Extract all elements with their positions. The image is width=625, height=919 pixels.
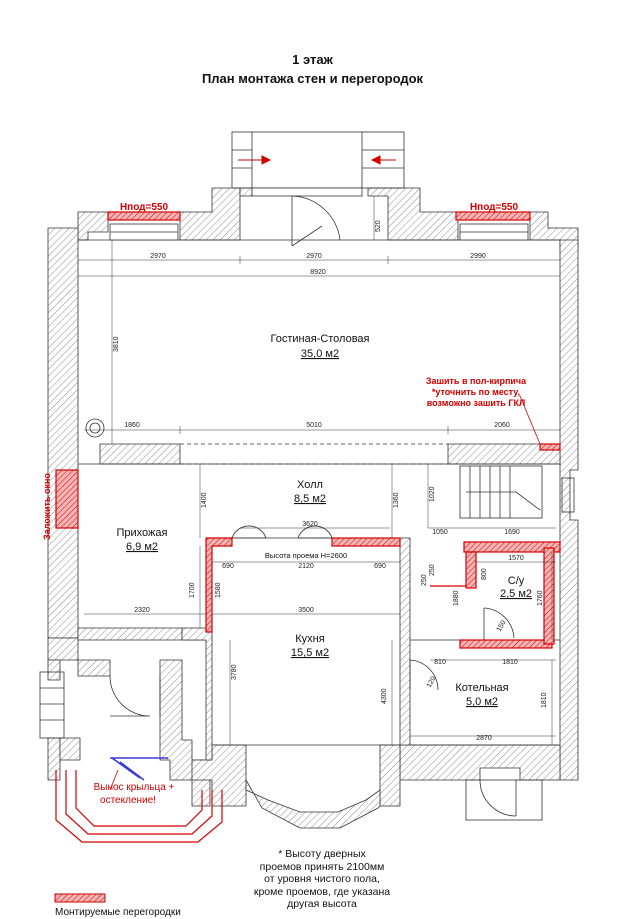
- dim-2320: 2320: [134, 607, 150, 614]
- dim-3810: 3810: [113, 336, 120, 352]
- room-name-kitchen: Кухня: [295, 633, 324, 645]
- dim-1400: 1400: [201, 492, 208, 508]
- floor-title: 1 этаж: [292, 52, 333, 67]
- dim-3620: 3620: [302, 521, 318, 528]
- entry-arrows: [238, 155, 396, 165]
- dim-690-left: 690: [222, 563, 234, 570]
- sill-height-left: Нпод=550: [120, 202, 169, 213]
- dim-250-a: 250: [421, 574, 428, 586]
- dim-520: 520: [375, 220, 382, 232]
- dim-3500: 3500: [298, 607, 314, 614]
- mounted-partitions: [55, 211, 561, 649]
- plan-title: План монтажа стен и перегородок: [201, 71, 424, 86]
- dim-8920: 8920: [310, 269, 326, 276]
- brick-note-line3: возможно зашить ГКЛ: [427, 398, 526, 408]
- room-area-hall: 8,5 м2: [294, 493, 326, 505]
- dim-800: 800: [481, 568, 488, 580]
- room-name-hall: Холл: [297, 479, 323, 491]
- dim-1360: 1360: [393, 492, 400, 508]
- brick-note-line1: Зашить в пол-кирпича: [426, 376, 527, 386]
- room-name-boiler: Котельная: [455, 682, 508, 694]
- dim-810: 810: [434, 659, 446, 666]
- dim-2120: 2120: [298, 563, 314, 570]
- dim-1700: 1700: [189, 582, 196, 598]
- dim-1860: 1860: [124, 422, 140, 429]
- room-area-living: 35,0 м2: [301, 348, 339, 360]
- dim-690-right: 690: [374, 563, 386, 570]
- dim-250-b: 250: [429, 564, 436, 576]
- dim-1570: 1570: [508, 555, 524, 562]
- footnote-line-2: проемов принять 2100мм: [259, 860, 385, 873]
- dim-2970-mid: 2970: [306, 253, 322, 260]
- porch-note-line2: остекление!: [100, 795, 156, 806]
- doors: [85, 195, 517, 817]
- room-name-living: Гостиная-Столовая: [270, 333, 369, 345]
- window-fill-note: Заложить окно: [42, 473, 52, 540]
- room-area-entry: 6,9 м2: [126, 541, 158, 553]
- room-area-wc: 2,5 м2: [500, 588, 532, 600]
- room-name-wc: С/у: [508, 575, 525, 587]
- dimension-values: 2970 2970 2990 8920 520 3810 1860 5010 2…: [113, 220, 548, 742]
- dim-1810-v: 1810: [541, 692, 548, 708]
- sill-height-right: Нпод=550: [470, 202, 519, 213]
- leader-lines: [109, 395, 541, 791]
- dim-150: 150: [496, 619, 508, 633]
- legend-label: Монтируемые перегородки: [55, 907, 181, 918]
- dimension-lines: [78, 196, 560, 745]
- room-area-boiler: 5,0 м2: [466, 696, 498, 708]
- dim-4300: 4300: [381, 688, 388, 704]
- porch-extension-outline: [55, 770, 223, 843]
- dim-1020: 1020: [429, 486, 436, 502]
- dim-1050: 1050: [432, 529, 448, 536]
- dim-1810-h: 1810: [502, 659, 518, 666]
- dim-2060: 2060: [494, 422, 510, 429]
- porch-note-line1: Вынос крыльца +: [94, 782, 175, 793]
- door-height-footnote: * Высоту дверных проемов принять 2100мм …: [232, 848, 412, 911]
- exterior-walls: [47, 187, 579, 829]
- porch-glazing: [110, 757, 168, 781]
- dim-1760: 1760: [537, 590, 544, 606]
- footnote-line-3: от уровня чистого пола,: [264, 873, 380, 885]
- footnote-line-4: кроме проемов, где указана: [253, 885, 391, 898]
- dim-1580: 1580: [215, 582, 222, 598]
- brick-note-line2: *уточнить по месту,: [432, 387, 520, 397]
- dim-120: 120: [426, 675, 438, 689]
- legend-swatch: [54, 893, 106, 903]
- footnote-line-5: другая высота: [287, 898, 357, 910]
- dim-2990: 2990: [470, 253, 486, 260]
- opening-height-label: Высота проема Н=2600: [265, 551, 347, 560]
- dim-1690: 1690: [504, 529, 520, 536]
- room-name-entry: Прихожая: [117, 527, 168, 539]
- dim-2970-left: 2970: [150, 253, 166, 260]
- dim-1880: 1880: [453, 590, 460, 606]
- dim-3780: 3780: [231, 664, 238, 680]
- footnote-line-1: * Высоту дверных: [278, 848, 366, 860]
- windows: [109, 187, 529, 241]
- room-area-kitchen: 15,5 м2: [291, 647, 329, 659]
- dim-2870: 2870: [476, 735, 492, 742]
- dim-5010: 5010: [306, 422, 322, 429]
